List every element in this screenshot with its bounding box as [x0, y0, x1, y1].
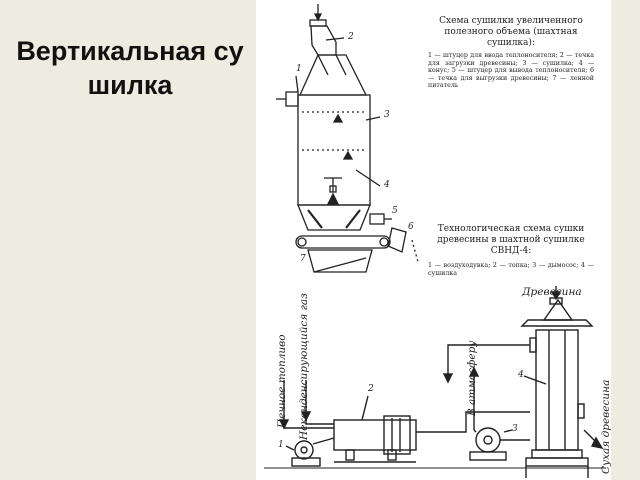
shaft-dryer-drawing: [264, 4, 606, 478]
label-dry-wood: Сухая древесина: [600, 379, 612, 474]
label-wood-in: Древесина: [522, 286, 582, 298]
label-atmosphere: В атмосферу: [466, 340, 478, 416]
process-scheme: [264, 286, 606, 478]
label-gas: Неконденсирующийся газ: [298, 293, 310, 440]
top-figure-caption: Схема сушилки увеличенного полезного объ…: [439, 16, 583, 48]
top-part-1: 1: [296, 64, 302, 74]
bottom-figure-caption: Технологическая схема сушки древесины в …: [437, 224, 585, 256]
top-figure-legend: 1 — штуцер для ввода теплоносителя; 2 — …: [428, 52, 594, 90]
bottom-part-2: 2: [368, 384, 374, 394]
bottom-figure-legend: 1 — воздуходувка; 2 — топка; 3 — дымосос…: [428, 262, 594, 277]
top-part-3: 3: [384, 110, 390, 120]
slide-title: Вертикальная сушилка: [16, 36, 244, 100]
bottom-part-4: 4: [518, 370, 524, 380]
scheme-panel: Схема сушилки увеличенного полезного объ…: [256, 0, 612, 480]
top-part-2: 2: [348, 32, 354, 42]
label-fuel: Печное топливо: [276, 334, 288, 428]
top-part-4: 4: [384, 180, 390, 190]
top-part-5: 5: [392, 206, 398, 216]
top-part-6: 6: [408, 222, 414, 232]
top-part-7: 7: [300, 254, 306, 264]
bottom-part-3: 3: [512, 424, 518, 434]
bottom-part-1: 1: [278, 440, 284, 450]
